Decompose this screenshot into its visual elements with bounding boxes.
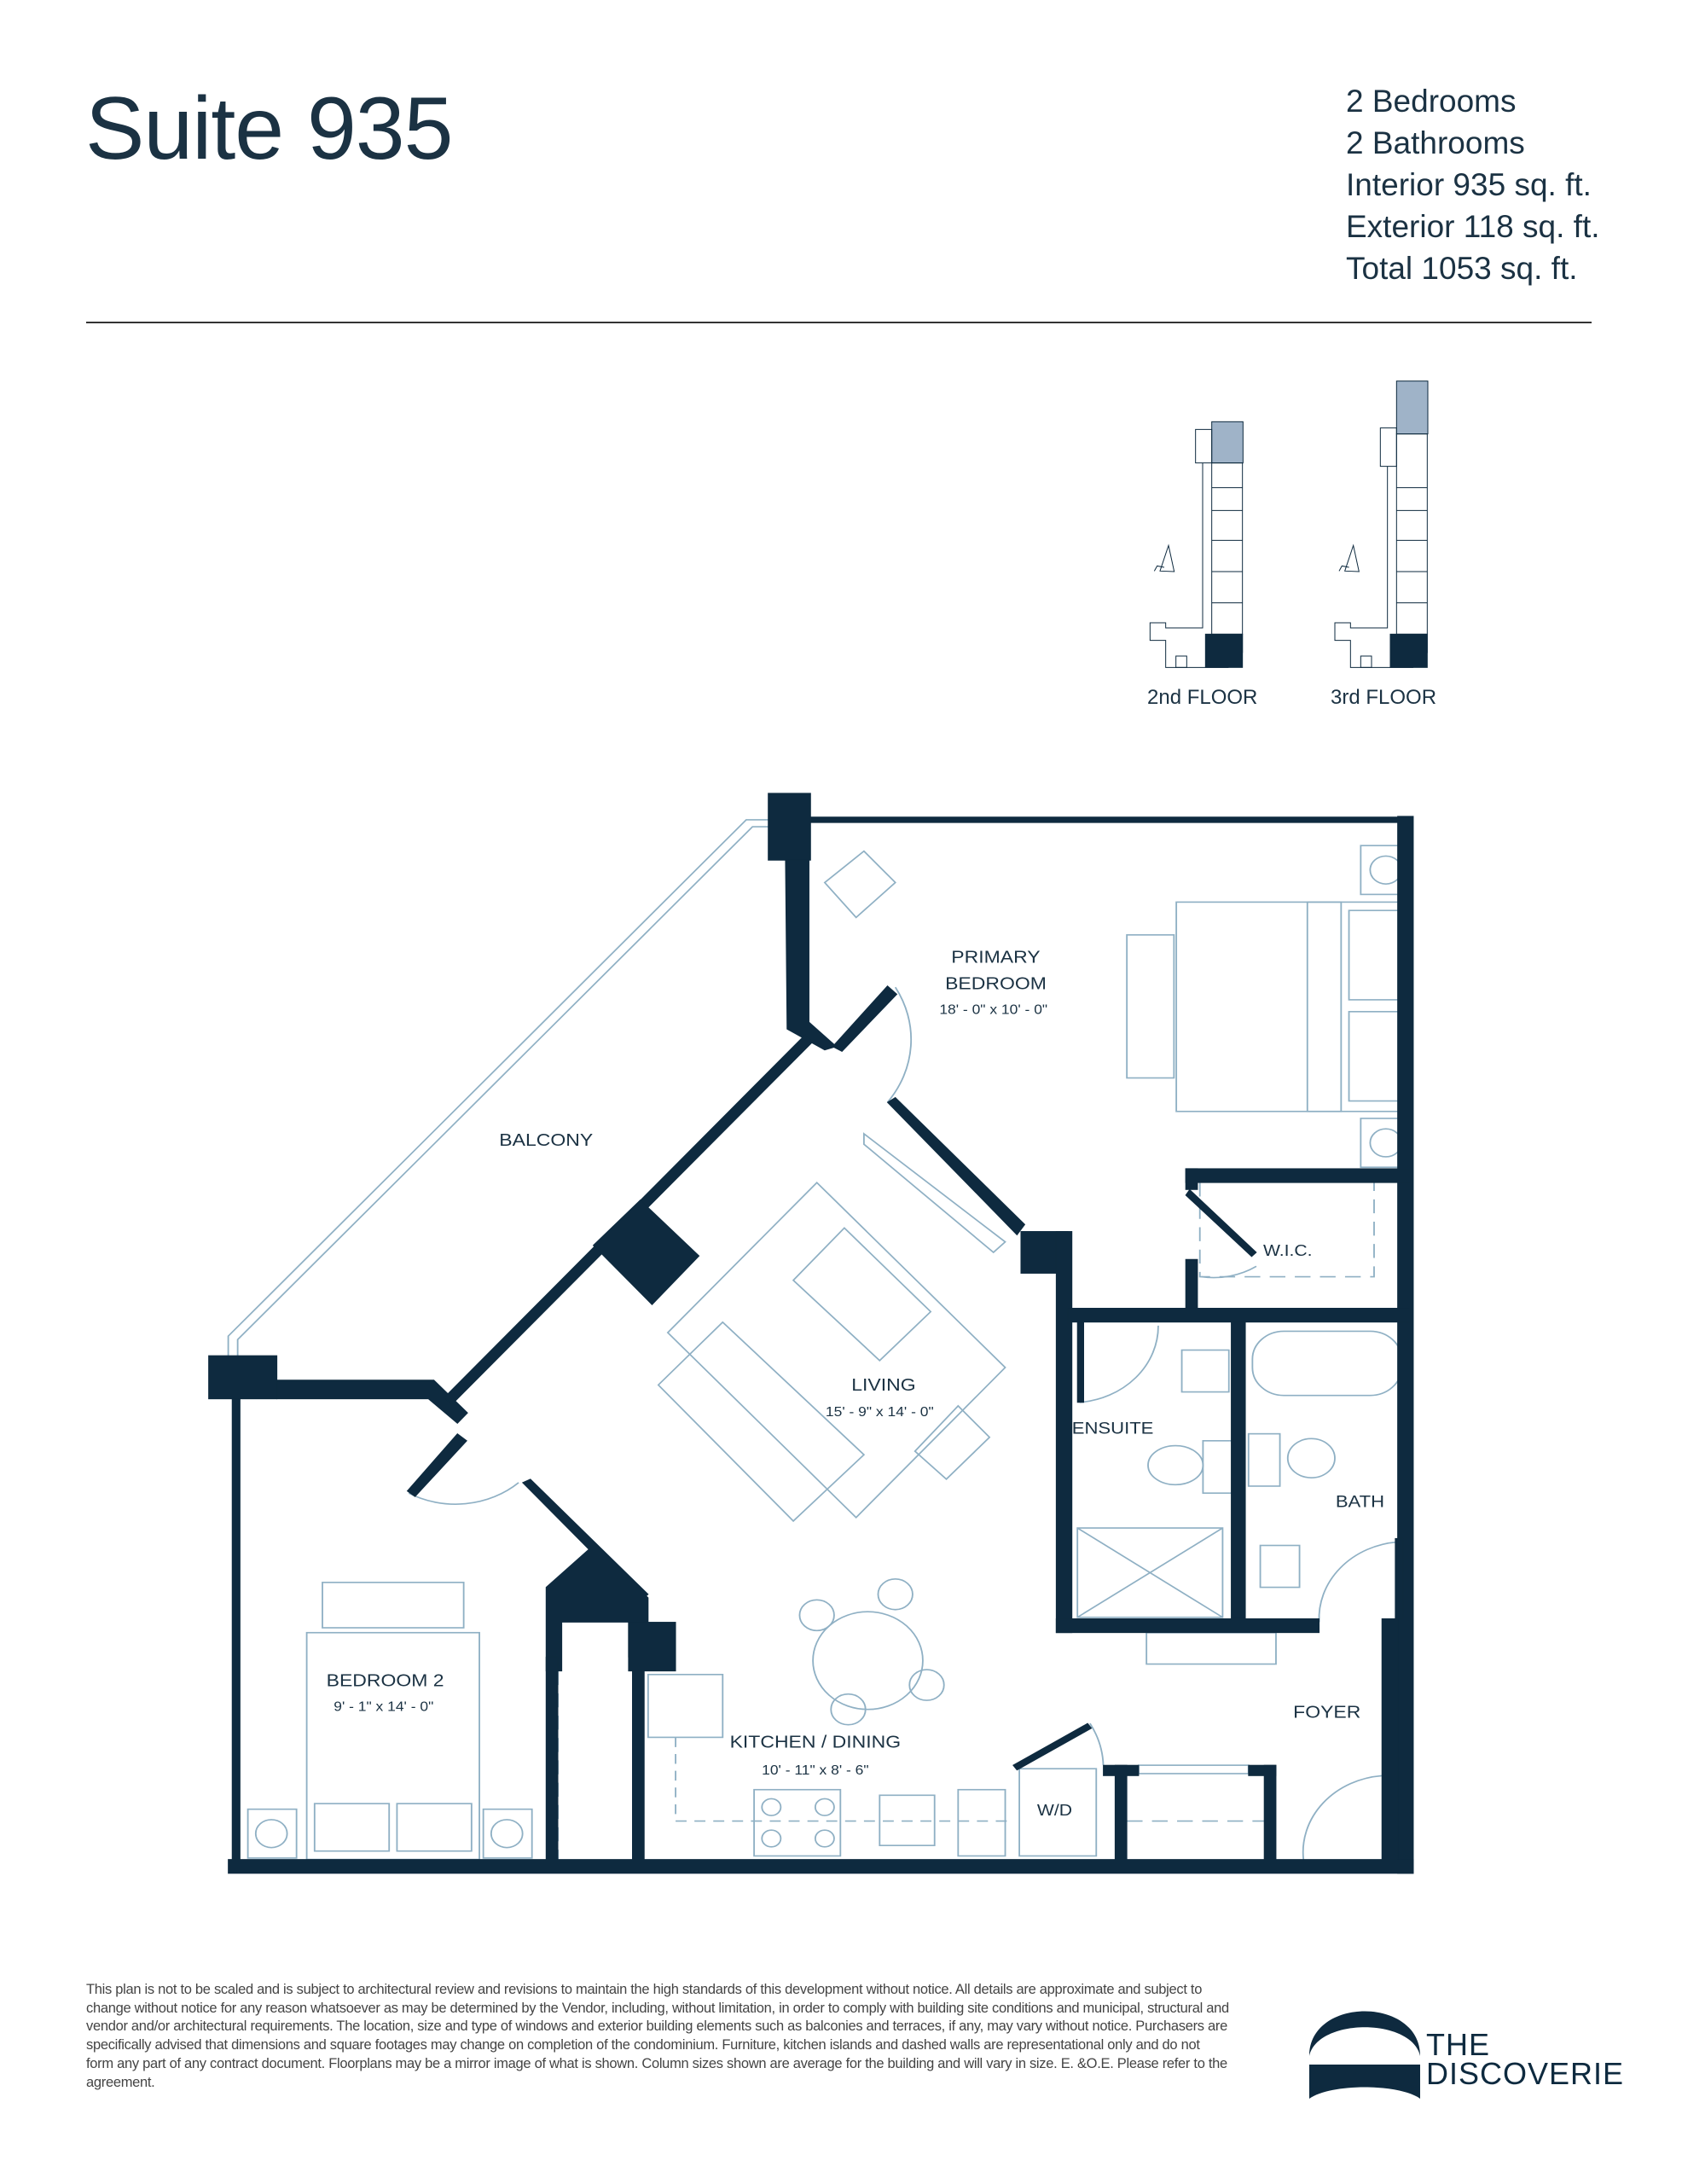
disclaimer-text: This plan is not to be scaled and is sub… — [86, 1982, 1229, 2090]
label-ensuite: ENSUITE — [1072, 1420, 1154, 1438]
label-kitchen: KITCHEN / DINING — [730, 1732, 902, 1751]
label-living: LIVING — [851, 1374, 915, 1394]
discoverie-logo-mark — [1309, 2011, 1420, 2099]
keyplan-label-3rd: 3rd FLOOR — [1331, 686, 1437, 709]
dims-living: 15' - 9" x 14' - 0" — [826, 1404, 934, 1420]
walls — [208, 793, 1414, 1874]
keyplan-label-2nd: 2nd FLOOR — [1147, 686, 1258, 709]
furniture — [227, 819, 1411, 1861]
spec-interior: Interior 935 sq. ft. — [1346, 167, 1592, 202]
spec-bedrooms: 2 Bedrooms — [1346, 84, 1517, 119]
label-wd: W/D — [1037, 1802, 1072, 1820]
spec-total: Total 1053 sq. ft. — [1346, 251, 1578, 286]
label-balcony: BALCONY — [499, 1130, 593, 1149]
label-foyer: FOYER — [1293, 1702, 1360, 1722]
dims-kitchen: 10' - 11" x 8' - 6" — [762, 1763, 869, 1778]
keyplan-2nd-floor — [1149, 421, 1244, 668]
label-bath: BATH — [1336, 1493, 1384, 1512]
label-wic: W.I.C. — [1263, 1242, 1313, 1260]
label-primary-bedroom-1: PRIMARY — [951, 947, 1041, 967]
dims-primary-bedroom: 18' - 0" x 10' - 0" — [939, 1002, 1047, 1017]
suite-title: Suite 935 — [85, 79, 453, 178]
dims-bedroom2: 9' - 1" x 14' - 0" — [334, 1699, 433, 1714]
logo-line-1: THE — [1426, 2027, 1490, 2062]
label-primary-bedroom-2: BEDROOM — [945, 973, 1047, 993]
suite-specs: 2 Bedrooms 2 Bathrooms Interior 935 sq. … — [1346, 80, 1600, 289]
spec-bathrooms: 2 Bathrooms — [1346, 125, 1525, 160]
discoverie-logo-text: THE DISCOVERIE — [1426, 2027, 1625, 2091]
spec-exterior: Exterior 118 sq. ft. — [1346, 209, 1600, 244]
header-divider — [86, 322, 1592, 323]
floor-plan: PRIMARY BEDROOM 18' - 0" x 10' - 0" BALC… — [208, 793, 1414, 1874]
keyplan-3rd-floor — [1334, 380, 1429, 668]
label-bedroom2: BEDROOM 2 — [327, 1670, 444, 1690]
keyplan-images — [1149, 380, 1429, 668]
room-labels: PRIMARY BEDROOM 18' - 0" x 10' - 0" BALC… — [327, 947, 1384, 1820]
logo-line-2: DISCOVERIE — [1426, 2056, 1625, 2091]
